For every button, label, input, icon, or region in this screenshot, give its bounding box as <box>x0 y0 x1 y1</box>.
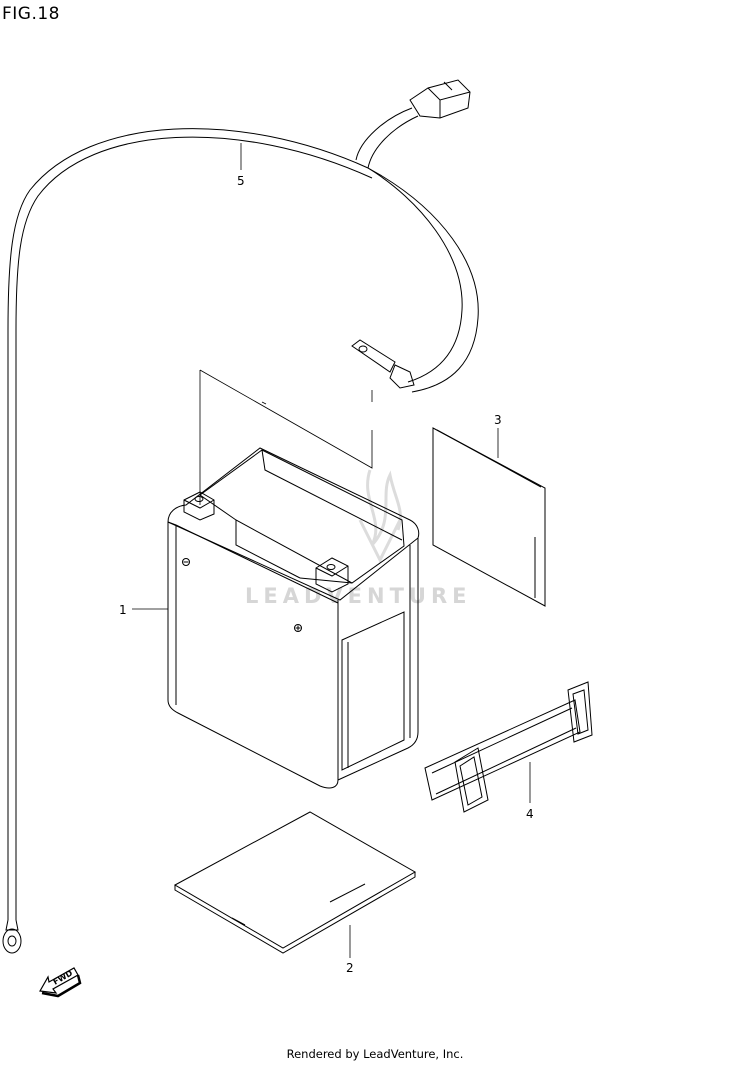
callout-3: 3 <box>494 413 502 427</box>
battery-band[interactable] <box>424 681 593 813</box>
callout-labels: 1 2 3 4 5 <box>119 174 534 975</box>
battery-cable[interactable] <box>2 79 479 954</box>
battery[interactable] <box>167 447 420 789</box>
callout-2: 2 <box>346 961 354 975</box>
callout-leaders <box>132 143 531 958</box>
fwd-arrow-icon <box>39 967 82 998</box>
callout-5: 5 <box>237 174 245 188</box>
watermark-logo-icon <box>358 469 402 564</box>
battery-pad[interactable] <box>173 811 417 954</box>
fwd-direction-marker: FWD <box>39 967 82 998</box>
watermark: LEADVENTURE <box>245 469 471 608</box>
callout-4: 4 <box>526 807 534 821</box>
watermark-text: LEADVENTURE <box>245 584 471 608</box>
battery-sheet[interactable] <box>432 427 546 607</box>
callout-1: 1 <box>119 603 127 617</box>
assembly-leader-lines <box>199 369 373 505</box>
figure-title: FIG.18 <box>2 4 61 24</box>
footer-credit: Rendered by LeadVenture, Inc. <box>286 1047 464 1061</box>
